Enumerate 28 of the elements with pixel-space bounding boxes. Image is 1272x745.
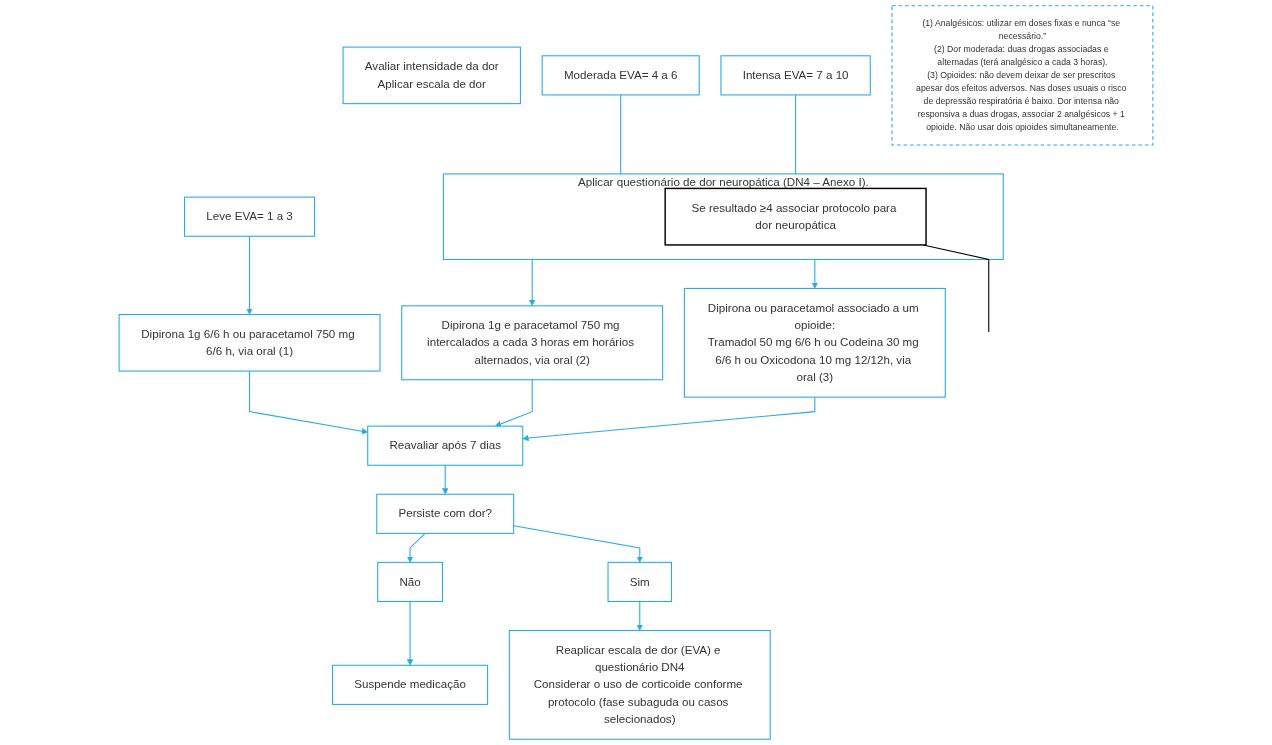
arrow	[249, 370, 368, 435]
node-box: Não	[377, 561, 443, 603]
node-box: Dipirona 1g 6/6 h ou paracetamol 750 mg 6/6 h, via oral (1)	[118, 313, 381, 372]
node-box: Reaplicar escala de dor (EVA) e questionário DN4 Considerar o uso de corticoide conforme protocolo (fase subaguda ou casos selecionados)	[508, 629, 771, 740]
arrow	[811, 258, 818, 289]
node-box: Reavaliar após 7 dias	[367, 425, 524, 466]
node-box: Persiste com dor?	[376, 493, 515, 534]
connector	[620, 94, 622, 175]
node-box: Leve EVA= 1 a 3	[184, 196, 316, 237]
node-box: Moderada EVA= 4 a 6	[541, 55, 700, 96]
connector	[795, 94, 797, 175]
arrow	[494, 379, 533, 427]
arrow	[406, 600, 414, 666]
arrow	[513, 525, 643, 563]
arrow	[442, 464, 449, 495]
node-box: Sim	[607, 561, 673, 603]
node-box: Suspende medicação	[332, 664, 489, 705]
arrow	[406, 532, 426, 563]
arrow	[636, 600, 643, 631]
node-box: Dipirona ou paracetamol associado a um opioide: Tramadol 50 mg 6/6 h ou Codeina 30 mg 6/6 h ou Oxicodona 10 mg 12/12h, via oral (3)	[683, 287, 946, 398]
arrow	[529, 258, 536, 307]
node-box: Avaliar intensidade da dor Aplicar escala de dor	[342, 46, 521, 105]
arrow	[246, 235, 253, 315]
node-box: Se resultado ≥4 associar protocolo para dor neuropática	[664, 187, 927, 246]
node-box: Intensa EVA= 7 a 10	[720, 55, 871, 96]
node-box: Dipirona 1g e paracetamol 750 mg intercalados a cada 3 horas em horários alternados, via oral (2)	[401, 305, 664, 381]
node-box: (1) Analgésicos: utilizar em doses fixas e nunca “se necessário.” (2) Dor moderada: duas drogas associadas e alternadas (terá analgésico a cada 3 horas). (3) Opioides: não devem deixar de ser prescritos apesar dos efeitos adversos. Nas doses usuais o risco de depressão respiratória é baixo. Dor intensa não responsiva a duas drogas, associar 2 analgésicos + 1 opioide. Não usar dois opioides simultaneamente.	[891, 5, 1154, 146]
arrow	[522, 396, 816, 442]
